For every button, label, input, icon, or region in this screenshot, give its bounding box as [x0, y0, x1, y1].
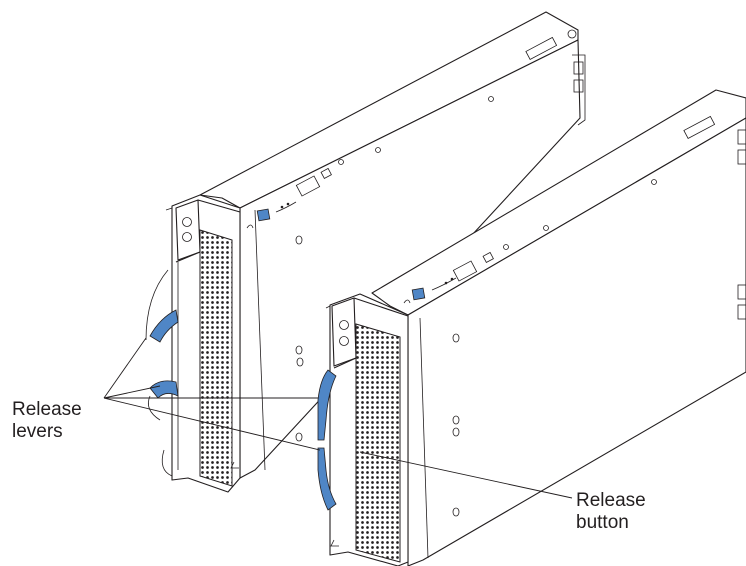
- front-blade-top-cover: [371, 89, 746, 316]
- release-levers-label-line1: Release: [12, 399, 82, 420]
- release-levers-label-line2: levers: [12, 421, 63, 442]
- front-blade-release-lever-top: [317, 369, 337, 441]
- release-levers-leader-lines: [103, 337, 321, 451]
- back-blade-indicator: [256, 208, 271, 222]
- front-blade-latch-plate: [331, 297, 357, 367]
- front-blade-indicator: [411, 287, 426, 301]
- front-blade-front-grille: [355, 323, 401, 563]
- release-button-label-line1: Release: [576, 490, 646, 511]
- back-blade-release-lever-bottom: [149, 380, 179, 399]
- release-button-label: Release button: [576, 490, 646, 534]
- back-blade-release-lever-top: [149, 309, 179, 343]
- front-blade-release-lever-bottom: [317, 447, 337, 511]
- blade-server-front: [317, 89, 746, 566]
- back-blade-front-grille: [199, 229, 233, 487]
- release-button-leader-line: [359, 451, 573, 499]
- release-levers-label: Release levers: [12, 399, 82, 443]
- release-button-label-line2: button: [576, 512, 629, 533]
- blade-server-back: [145, 11, 586, 493]
- back-blade-latch-plate: [175, 199, 201, 261]
